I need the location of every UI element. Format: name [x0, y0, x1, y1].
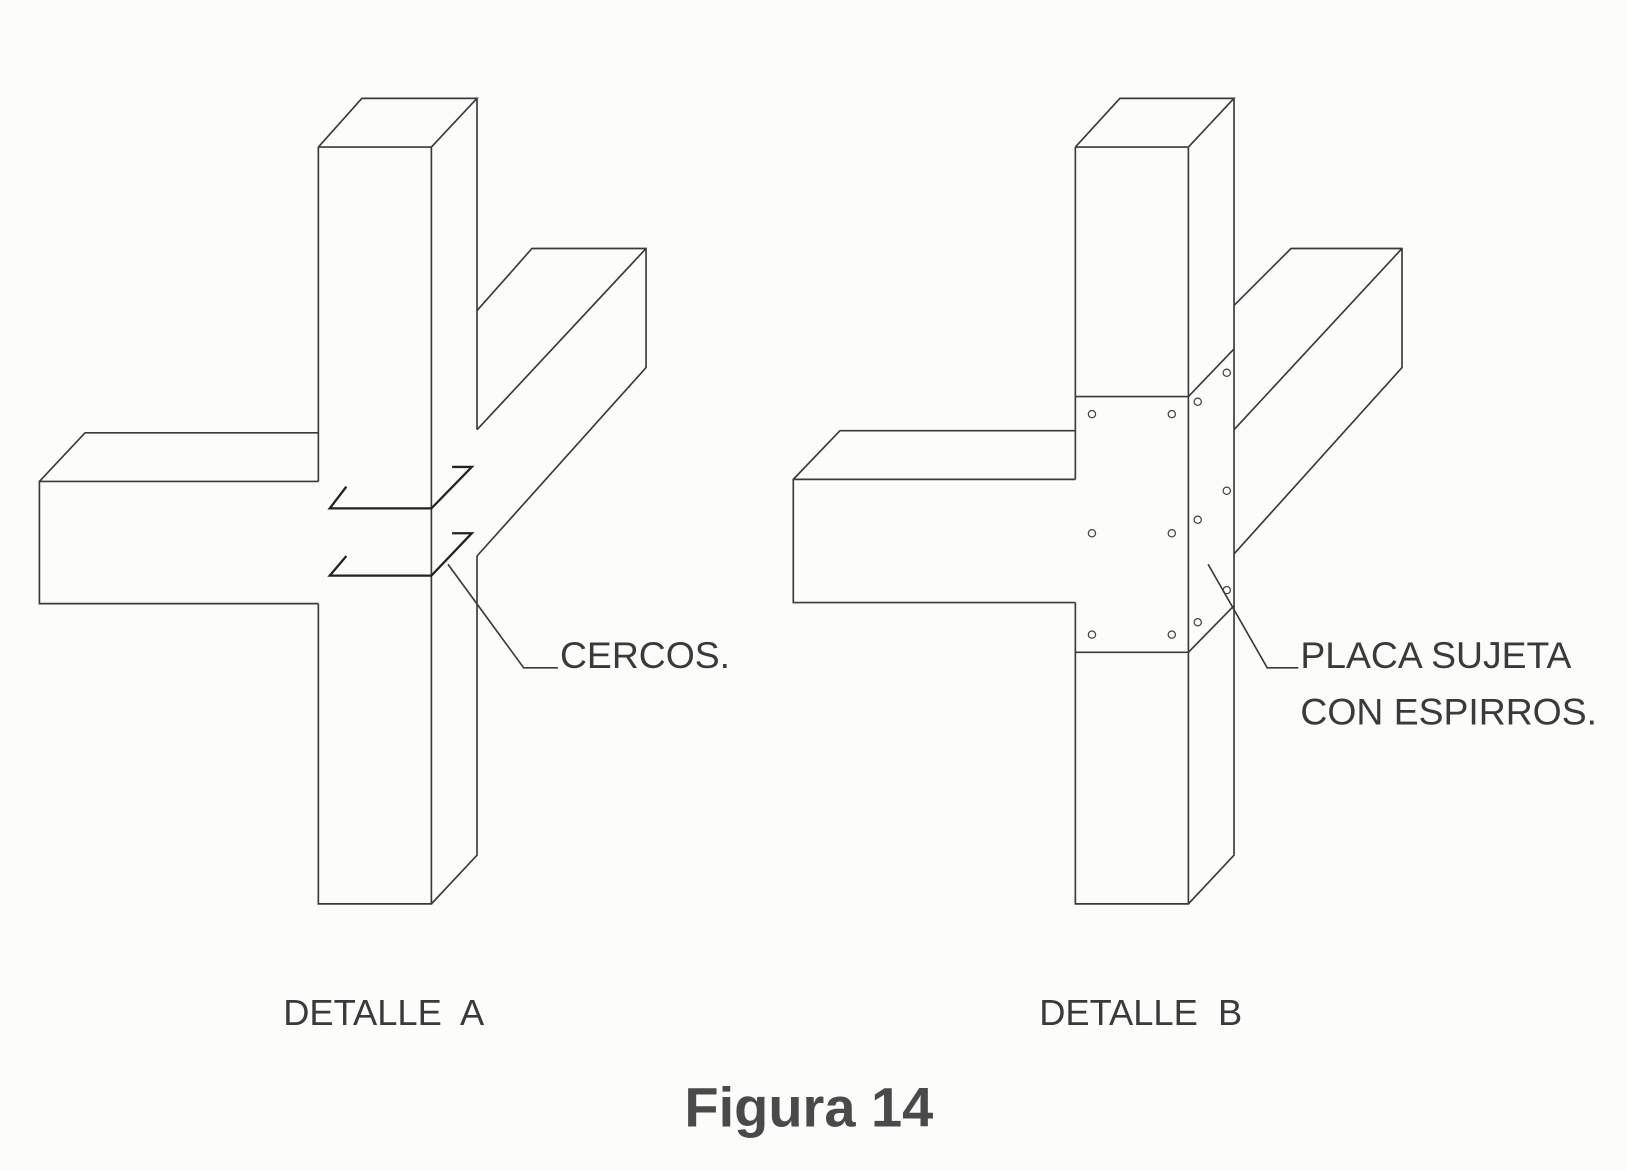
beam-a-right — [476, 247, 647, 557]
beam-b-right — [1233, 247, 1403, 555]
bolt-icon — [1167, 528, 1177, 538]
callout-placa-line1: PLACA SUJETA — [1300, 634, 1571, 676]
beam-a-left — [38, 431, 319, 605]
bolt-icon — [1087, 528, 1097, 538]
beam-b-left — [792, 429, 1076, 604]
bolt-icon — [1193, 515, 1202, 524]
column-a — [317, 97, 479, 905]
column-b — [1074, 97, 1236, 905]
bolt-icon — [1087, 630, 1097, 639]
bolt-icon — [1193, 618, 1202, 627]
bolt-icon — [1222, 368, 1232, 377]
stirrup-bottom — [327, 532, 475, 577]
bolt-icon — [1193, 397, 1202, 406]
bolt-icon — [1167, 630, 1177, 639]
detail-a-drawing: CERCOS. — [38, 97, 730, 905]
callout-cercos: CERCOS. — [560, 634, 730, 676]
steel-plate — [1075, 348, 1235, 654]
plate-bolts — [1087, 368, 1232, 639]
bolt-icon — [1167, 409, 1177, 419]
detail-a-title: DETALLE A — [283, 992, 485, 1033]
leader-line-placa — [1207, 563, 1299, 669]
stirrup-top — [327, 465, 475, 510]
callout-placa-line2: CON ESPIRROS. — [1300, 691, 1597, 733]
detail-b-drawing: PLACA SUJETA CON ESPIRROS. — [792, 97, 1597, 905]
detail-b-title: DETALLE B — [1039, 992, 1242, 1033]
bolt-icon — [1087, 409, 1097, 419]
figure-caption: Figura 14 — [684, 1076, 933, 1139]
leader-line-cercos — [447, 563, 558, 669]
bolt-icon — [1222, 486, 1232, 496]
